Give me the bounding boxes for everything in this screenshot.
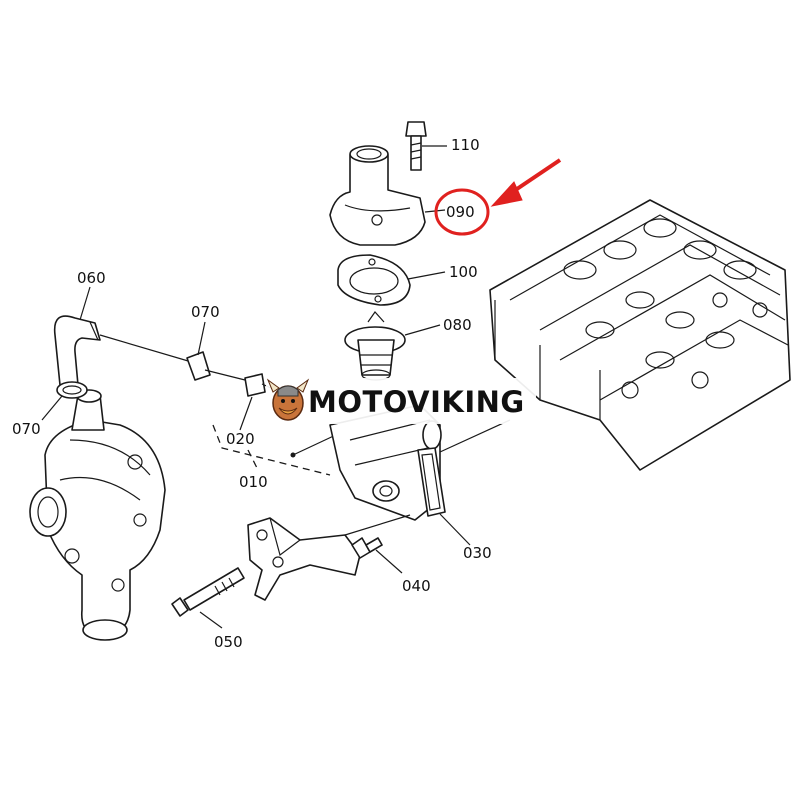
pump-bracket	[247, 514, 411, 601]
watermark: MOTOVIKING	[266, 378, 536, 424]
watermark-text: MOTOVIKING	[308, 385, 525, 419]
gasket-030	[417, 419, 511, 546]
cylinder-head	[489, 199, 791, 471]
label-030: 030	[463, 544, 492, 562]
label-070-upper: 070	[191, 303, 220, 321]
bolt-110	[405, 121, 447, 171]
label-040: 040	[402, 577, 431, 595]
label-060: 060	[77, 269, 106, 287]
thermostat-cover-090	[329, 145, 446, 246]
highlight-circle	[434, 188, 490, 236]
label-100: 100	[449, 263, 478, 281]
viking-mascot-icon	[266, 378, 310, 421]
label-010: 010	[239, 473, 268, 491]
highlight-marker	[434, 158, 562, 236]
thermostat-080	[344, 311, 441, 381]
hose-060	[53, 315, 196, 386]
clamp-070-upper	[186, 351, 246, 381]
gasket-100	[337, 254, 446, 306]
water-pump-housing	[29, 389, 166, 641]
label-070-lower: 070	[12, 420, 41, 438]
label-110: 110	[451, 136, 480, 154]
bolt-040	[351, 537, 403, 574]
bolt-050	[171, 567, 245, 629]
red-arrow-icon	[490, 181, 523, 207]
label-020: 020	[226, 430, 255, 448]
label-090: 090	[446, 203, 475, 221]
label-050: 050	[214, 633, 243, 651]
clamp-070-lower	[56, 381, 88, 399]
label-080: 080	[443, 316, 472, 334]
